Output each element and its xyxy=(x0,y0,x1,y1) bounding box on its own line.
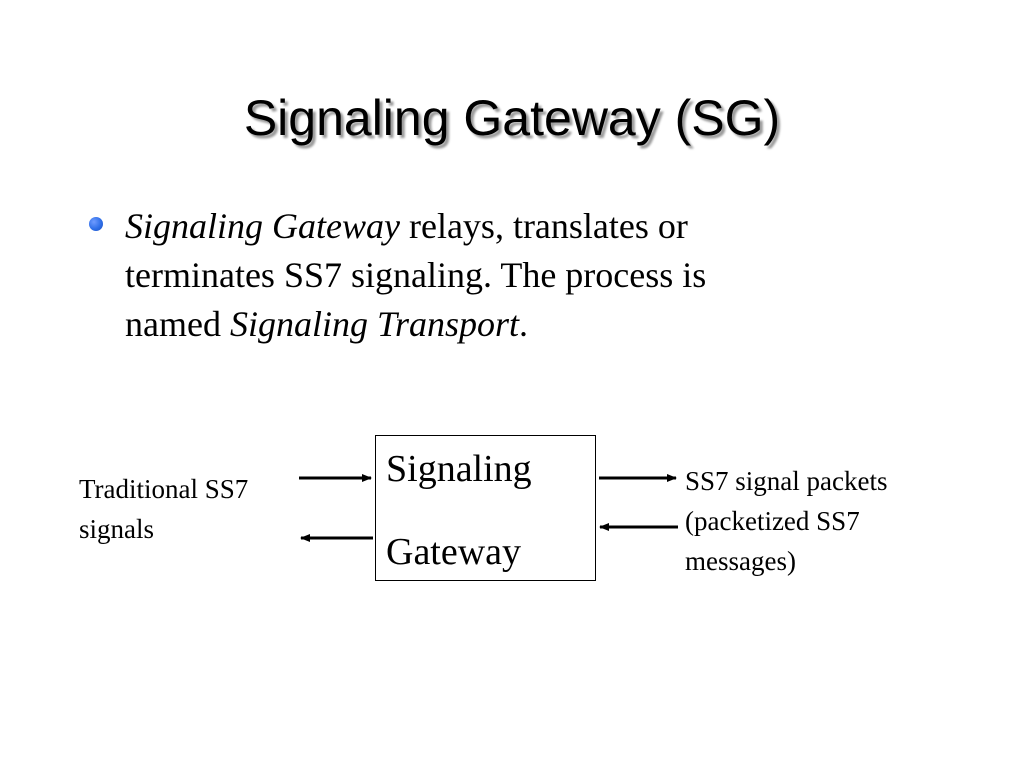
bullet-line-1: Signaling Gateway relays, translates or xyxy=(125,202,925,251)
bullet-text: Signaling Gateway relays, translates or … xyxy=(125,202,925,349)
right-label-line-3: messages) xyxy=(685,546,796,576)
bullet-icon xyxy=(89,217,103,231)
left-label-line-1: Traditional SS7 xyxy=(79,474,249,504)
ss7-packets-label: SS7 signal packets (packetized SS7 messa… xyxy=(685,461,888,581)
slide-title: Signaling Gateway (SG) xyxy=(243,90,781,146)
bullet-line-3-end: . xyxy=(519,304,529,344)
traditional-ss7-label: Traditional SS7 signals xyxy=(79,469,248,549)
term-signaling-gateway: Signaling Gateway xyxy=(125,206,400,246)
bullet-line-3: named Signaling Transport. xyxy=(125,300,925,349)
term-signaling-transport: Signaling Transport xyxy=(229,304,520,344)
bullet-line-3-start: named xyxy=(125,304,230,344)
box-label-line-2: Gateway xyxy=(386,531,522,573)
signaling-gateway-box xyxy=(375,435,596,581)
bullet-line-2: terminates SS7 signaling. The process is xyxy=(125,255,707,295)
left-label-line-2: signals xyxy=(79,514,155,544)
right-label-line-1: SS7 signal packets xyxy=(685,466,888,496)
bullet-line-1-rest: relays, translates or xyxy=(399,206,688,246)
box-label-line-1: Signaling xyxy=(386,448,532,490)
right-label-line-2: (packetized SS7 xyxy=(685,506,860,536)
